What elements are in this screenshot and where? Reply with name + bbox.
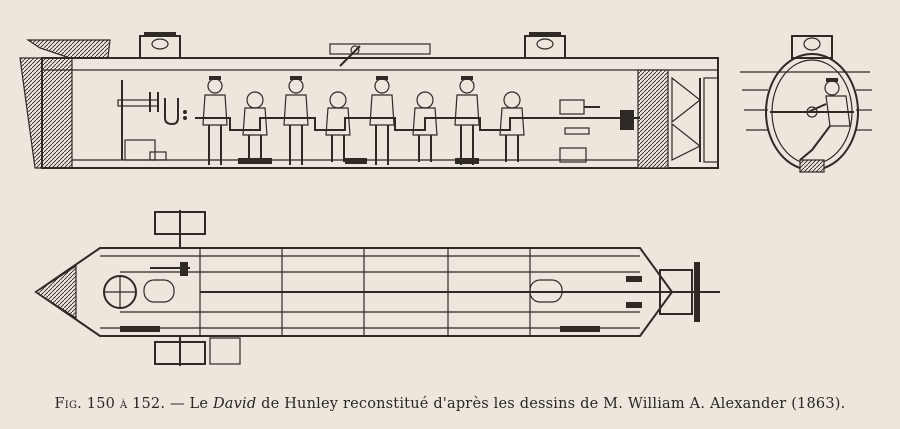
propeller: [671, 76, 719, 163]
bow-spar: [26, 39, 111, 59]
keel-ballast: [799, 159, 825, 173]
caption-text: de Hunley reconstitué d'après les dessin…: [261, 396, 846, 412]
fore-hatch-oval: [143, 279, 175, 303]
cranking-sailor: [799, 78, 851, 161]
fore-controls: [117, 80, 187, 161]
submarine-drawings: [19, 32, 872, 366]
figure-caption: Fig. 150 à 152. — Le David de Hunley rec…: [0, 396, 900, 420]
bow-ballast-tank: [41, 57, 73, 169]
figure-number: Fig. 150 à 152.: [54, 396, 166, 412]
plan-bow-point: [34, 264, 77, 320]
cross-section-view: [740, 35, 872, 173]
crankshaft: [195, 117, 560, 131]
side-fins: [154, 210, 241, 366]
water-marks: [742, 89, 872, 131]
side-section-view: [19, 32, 719, 169]
aft-hatch-tower: [524, 32, 566, 59]
cross-hatch-tower: [791, 35, 833, 59]
crew-figures: [202, 76, 525, 165]
bow-point: [19, 57, 43, 169]
plan-propeller: [626, 262, 700, 322]
bench-supports: [238, 158, 479, 164]
deck-lever: [329, 43, 431, 67]
ship-name: David: [212, 396, 257, 412]
fore-hatch-tower: [139, 32, 181, 59]
caption-pre: Le: [189, 396, 209, 412]
hull-outline: [41, 57, 719, 169]
aft-controls: [559, 99, 634, 163]
plan-view: [34, 210, 720, 366]
stern-ballast-tank: [637, 69, 669, 169]
aft-hatch-oval: [529, 279, 563, 303]
caption-dash: —: [169, 396, 185, 412]
